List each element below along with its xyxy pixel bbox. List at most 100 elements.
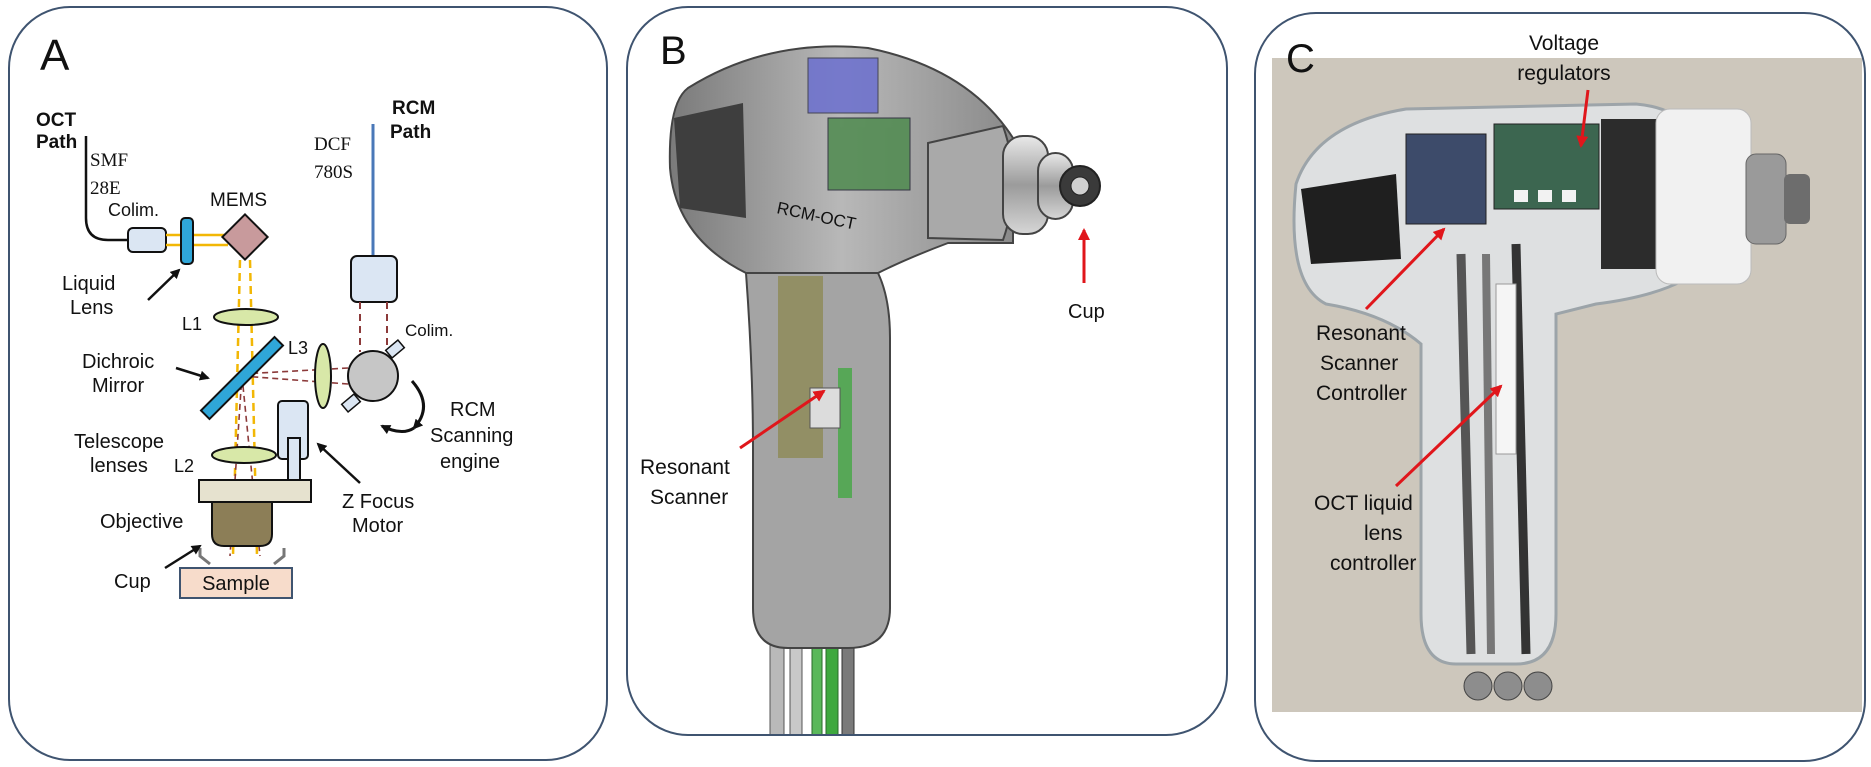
connector-3 <box>1562 190 1576 202</box>
cup-label: Cup <box>1068 301 1105 323</box>
nose-white <box>1655 108 1752 285</box>
oct-beam-v1 <box>231 259 242 557</box>
oct-ctrl-label-2: lens <box>1364 522 1403 545</box>
colimator-left <box>127 227 167 253</box>
resonant-ctrl-label-3: Controller <box>1316 382 1407 405</box>
liquid-lens-label-2: Lens <box>70 297 113 319</box>
cup-label: Cup <box>114 571 151 593</box>
rcm-scanning-engine <box>347 350 399 402</box>
liquid-lens-controller-board <box>1495 283 1517 455</box>
panel-c-letter: C <box>1286 37 1315 81</box>
cable-3 <box>1511 243 1531 655</box>
smf-label-2: 28E <box>90 178 121 199</box>
voltage-label-2: regulators <box>1517 62 1610 85</box>
liquid-lens <box>180 217 194 265</box>
telescope-label-2: lenses <box>90 455 148 477</box>
oct-lens-controller-arrow <box>1394 384 1503 488</box>
rcm-engine-label-3: engine <box>440 451 500 473</box>
board-resonant-controller <box>1405 133 1487 225</box>
dcf-label-2: 780S <box>314 162 353 183</box>
rcm-engine-label-2: Scanning <box>430 425 513 447</box>
l3-label: L3 <box>288 338 308 358</box>
oct-ctrl-label-1: OCT liquid <box>1314 492 1413 515</box>
rcm-engine-tab-1 <box>384 338 406 360</box>
colim-right-label: Colim. <box>405 321 453 340</box>
panel-a-letter: A <box>40 31 70 80</box>
rcm-path-label-2: Path <box>390 122 431 143</box>
nose-dark <box>1601 119 1661 269</box>
lens-l3 <box>314 343 332 409</box>
resonant-label-2: Scanner <box>650 486 728 509</box>
sample-label: Sample <box>202 573 270 595</box>
oct-ctrl-label-3: controller <box>1330 552 1416 575</box>
panel-b-cad-render: B RCM-OCT Cup Resonant Scanner <box>626 6 1228 736</box>
oct-path-label-2: Path <box>36 132 77 153</box>
oct-path-label-1: OCT <box>36 110 77 131</box>
panel-a-optical-schematic: A OCT Path SMF 28E Colim. Liquid Lens ME… <box>8 6 608 761</box>
lens-l1 <box>213 308 279 326</box>
objective-mount <box>198 479 312 503</box>
handle-yellow-part <box>778 276 823 458</box>
cup-arrow <box>164 544 202 570</box>
dichroic-label-2: Mirror <box>92 375 145 397</box>
rcm-rotation-arrow-2 <box>380 424 415 435</box>
l2-label: L2 <box>174 456 194 476</box>
panel-c-photo: C Voltage regulators Resonant Scanner Co… <box>1254 12 1866 762</box>
dcf-label-1: DCF <box>314 134 351 155</box>
cad-render: B RCM-OCT Cup Resonant Scanner <box>640 29 1105 734</box>
rcm-rotation-arrow-1 <box>410 380 425 430</box>
cup-tip-inner <box>1070 176 1090 196</box>
mems-label: MEMS <box>210 190 267 211</box>
telescope-label-1: Telescope <box>74 431 164 453</box>
body-side-panel <box>674 103 746 218</box>
l1-label: L1 <box>182 314 202 334</box>
resonant-scanner-arrow <box>739 389 826 450</box>
internal-board-blue <box>807 57 879 114</box>
oct-fiber <box>84 136 128 242</box>
internal-board-green <box>827 117 911 191</box>
nose-metal <box>1745 153 1787 245</box>
connector-bottom-3 <box>1523 671 1553 701</box>
black-side-block <box>1301 174 1401 264</box>
lens-l2 <box>211 446 277 464</box>
optical-schematic: A OCT Path SMF 28E Colim. Liquid Lens ME… <box>36 31 513 599</box>
connector-bottom-2 <box>1493 671 1523 701</box>
colim-left-label: Colim. <box>108 200 159 220</box>
smf-label-1: SMF <box>90 150 128 171</box>
cup-shape <box>198 548 286 566</box>
oct-beam-v2 <box>248 259 259 557</box>
z-focus-label-2: Motor <box>352 515 403 537</box>
z-focus-arrow <box>316 442 361 484</box>
nose-tip <box>1784 174 1810 224</box>
resonant-ctrl-label-1: Resonant <box>1316 322 1406 345</box>
nose-base <box>927 124 1014 242</box>
voltage-arrow <box>1576 89 1590 148</box>
rcm-beam-d2 <box>241 375 349 385</box>
resonant-label-1: Resonant <box>640 456 730 479</box>
green-fiber <box>838 368 852 498</box>
rcm-beam-d1 <box>241 367 349 375</box>
panel-b-letter: B <box>660 29 687 73</box>
voltage-label-1: Voltage <box>1529 32 1599 55</box>
resonant-scanner-block <box>809 387 841 429</box>
dichroic-mirror <box>199 335 285 421</box>
mems-mirror <box>220 212 270 262</box>
dichroic-label-1: Dichroic <box>82 351 154 373</box>
connector-bottom-1 <box>1463 671 1493 701</box>
connector-1 <box>1514 190 1528 202</box>
cable-2 <box>1482 253 1495 655</box>
rcm-engine-label-1: RCM <box>450 399 496 421</box>
sample-box <box>179 567 293 599</box>
rcm-path-label-1: RCM <box>392 98 435 119</box>
z-focus-label-1: Z Focus <box>342 491 414 513</box>
cables <box>769 637 855 734</box>
resonant-ctrl-label-2: Scanner <box>1320 352 1398 375</box>
colimator-right <box>350 255 398 303</box>
liquid-lens-label-1: Liquid <box>62 273 115 295</box>
dichroic-arrow <box>175 366 210 381</box>
objective-label: Objective <box>100 511 183 533</box>
cable-1 <box>1456 253 1476 655</box>
resonant-controller-arrow <box>1364 227 1446 311</box>
hardware-photo: C Voltage regulators Resonant Scanner Co… <box>1272 32 1862 712</box>
liquid-lens-arrow <box>147 268 181 301</box>
